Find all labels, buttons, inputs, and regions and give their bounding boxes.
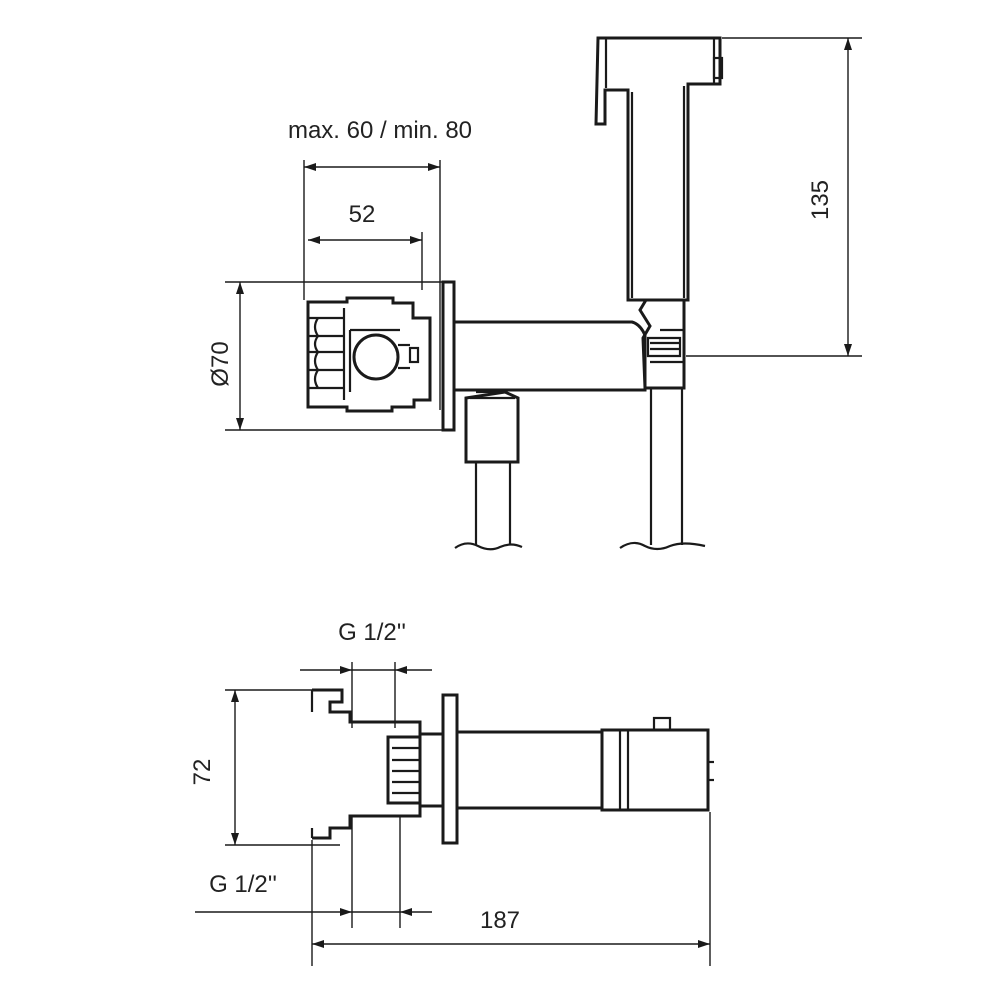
bottom-arm xyxy=(457,716,714,812)
dim-height: 72 xyxy=(189,689,340,846)
bottom-view: G 1/2'' 72 xyxy=(189,619,714,966)
dim-height-label: 72 xyxy=(189,759,216,786)
dim-handshower-height: 135 xyxy=(686,37,862,357)
dim-diameter: Ø70 xyxy=(207,281,452,431)
dim-diameter-label: Ø70 xyxy=(207,341,234,386)
dim-thread-top: G 1/2'' xyxy=(300,619,432,728)
dim-body-depth-label: 52 xyxy=(349,201,376,228)
body-profile xyxy=(310,688,445,840)
dim-handshower-height-label: 135 xyxy=(807,180,834,220)
dim-body-depth: 52 xyxy=(308,201,423,290)
dim-total-length: 187 xyxy=(311,812,711,966)
wall-plate xyxy=(441,280,456,432)
shower-hose xyxy=(619,388,706,551)
dim-thread-top-label: G 1/2'' xyxy=(338,619,406,646)
hand-shower xyxy=(594,36,724,302)
shower-holder xyxy=(638,298,686,390)
dim-thread-bottom-label: G 1/2'' xyxy=(209,871,277,898)
valve-knob xyxy=(454,390,523,551)
dim-total-length-label: 187 xyxy=(480,907,520,934)
bottom-wall-plate xyxy=(441,693,459,845)
dim-thread-bottom: G 1/2'' xyxy=(195,816,432,928)
wall-body xyxy=(306,296,432,413)
top-view: max. 60 / min. 80 52 Ø70 xyxy=(207,36,862,551)
holder-arm xyxy=(454,320,647,392)
dim-install-depth-label: max. 60 / min. 80 xyxy=(288,117,472,144)
dim-install-depth: max. 60 / min. 80 xyxy=(288,117,472,410)
